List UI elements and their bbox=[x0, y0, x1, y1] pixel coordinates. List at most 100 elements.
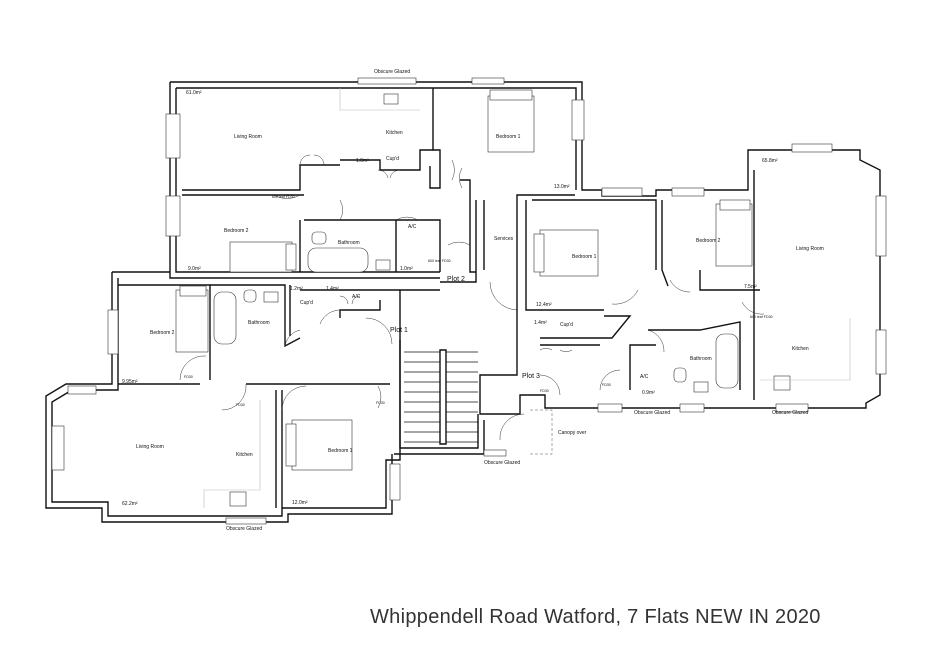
room-area: 65.8m² bbox=[762, 158, 778, 164]
window bbox=[775, 403, 809, 413]
window bbox=[679, 403, 705, 413]
door-swing bbox=[377, 169, 389, 179]
room-area: 12.4m² bbox=[536, 302, 552, 308]
room-name: Cup'd bbox=[386, 156, 399, 162]
door-swing bbox=[499, 413, 525, 441]
window bbox=[107, 309, 119, 355]
bed-headboard bbox=[179, 285, 207, 297]
door-swing bbox=[741, 301, 765, 315]
door-swing bbox=[281, 385, 307, 411]
room-name: A/C bbox=[352, 294, 361, 300]
window bbox=[791, 143, 833, 153]
room-area: 1.4m² bbox=[326, 286, 339, 292]
kitchen-sink bbox=[229, 491, 247, 507]
room-area: 12.0m² bbox=[292, 500, 308, 506]
window bbox=[597, 403, 623, 413]
door-swing bbox=[319, 309, 343, 325]
room-area: 13.0m² bbox=[554, 184, 570, 190]
door-swing bbox=[489, 281, 519, 311]
room-area: 7.5m² bbox=[744, 284, 757, 290]
door-swing bbox=[313, 154, 325, 166]
window bbox=[165, 113, 181, 159]
window bbox=[225, 517, 267, 525]
wc bbox=[243, 289, 257, 303]
obscure-glazed-note: Obscure Glazed bbox=[634, 410, 670, 416]
fd30-note: FD30 bbox=[184, 375, 193, 379]
room-name: Bedroom 2 bbox=[224, 228, 249, 234]
room-name: Kitchen bbox=[386, 130, 403, 136]
door-swing bbox=[647, 329, 665, 353]
door-swing bbox=[451, 159, 455, 181]
door-swing bbox=[299, 154, 311, 166]
bath bbox=[213, 291, 237, 345]
fd30-note: FD30 bbox=[236, 403, 245, 407]
bed-headboard bbox=[489, 89, 533, 101]
room-name: Bedroom 1 bbox=[496, 134, 521, 140]
room-name: Bathroom bbox=[690, 356, 712, 362]
door-swing bbox=[395, 216, 419, 221]
bath bbox=[307, 247, 369, 273]
room-area: 61.0m² bbox=[186, 90, 202, 96]
door-swing bbox=[669, 279, 691, 293]
kitchen-sink bbox=[383, 93, 399, 105]
wc bbox=[673, 367, 687, 383]
window bbox=[875, 195, 887, 257]
double-bed bbox=[487, 95, 535, 153]
double-bed bbox=[175, 289, 209, 353]
window bbox=[571, 99, 585, 141]
canopy-outline bbox=[530, 409, 553, 455]
door-swing bbox=[351, 295, 361, 305]
room-name: Cup'd bbox=[560, 322, 573, 328]
room-name: Services bbox=[494, 236, 514, 242]
basin bbox=[375, 259, 391, 271]
bed-headboard bbox=[285, 243, 297, 271]
plot-labels: Plot 2 Plot 1 Plot 3 bbox=[390, 276, 540, 380]
double-bed bbox=[539, 229, 599, 277]
door-swing bbox=[377, 385, 382, 409]
basin bbox=[693, 381, 709, 393]
fd30-note: 600 leaf FD30 bbox=[750, 315, 773, 319]
obscure-glazed-note: Obscure Glazed bbox=[226, 526, 262, 532]
door-swing bbox=[611, 289, 639, 305]
basin bbox=[263, 291, 279, 303]
plot-3-label: Plot 3 bbox=[522, 373, 540, 380]
room-area: 0.9m² bbox=[642, 390, 655, 396]
bed-headboard bbox=[719, 199, 751, 211]
room-name: Cup'd bbox=[300, 300, 313, 306]
room-labels: 61.0m² Living Room Kitchen Bedroom 1 13.… bbox=[122, 90, 824, 507]
window bbox=[67, 385, 97, 395]
window bbox=[357, 77, 417, 85]
caption: Whippendell Road Watford, 7 Flats NEW IN… bbox=[370, 606, 821, 628]
door-swing bbox=[284, 329, 301, 347]
door-swing bbox=[221, 383, 247, 411]
annotations: Obscure Glazed Obscure Glazed Obscure Gl… bbox=[184, 69, 808, 532]
double-bed bbox=[229, 241, 293, 273]
plot-2-label: Plot 2 bbox=[447, 276, 465, 283]
fixtures bbox=[175, 88, 851, 508]
door-swing bbox=[459, 167, 463, 189]
fd30-note: FD30 bbox=[540, 389, 549, 393]
door-swing bbox=[539, 374, 561, 396]
double-bed bbox=[291, 419, 353, 471]
door-swing bbox=[339, 199, 343, 221]
doors bbox=[179, 154, 765, 441]
room-area: 9.0m² bbox=[188, 266, 201, 272]
room-name: Living Room bbox=[796, 246, 824, 252]
obscure-glazed-note: Obscure Glazed bbox=[374, 69, 410, 75]
bed-headboard bbox=[533, 233, 545, 273]
room-name: Bedroom 2 bbox=[150, 330, 175, 336]
room-name: Bedroom 1 bbox=[328, 448, 353, 454]
room-name: Living Room bbox=[136, 444, 164, 450]
bed-headboard bbox=[285, 423, 297, 467]
door-swing bbox=[559, 349, 573, 352]
staircase bbox=[404, 349, 478, 445]
room-name: Bedroom 2 bbox=[696, 238, 721, 244]
fd30-note: FD30 bbox=[602, 383, 611, 387]
window bbox=[601, 187, 643, 197]
room-area: 1.0m² bbox=[400, 266, 413, 272]
kitchen-worktop bbox=[339, 88, 420, 111]
fd30-note: FD30 bbox=[376, 401, 385, 405]
plot-1-label: Plot 1 bbox=[390, 327, 408, 334]
door-swing bbox=[389, 169, 401, 179]
kitchen-sink bbox=[773, 375, 791, 391]
